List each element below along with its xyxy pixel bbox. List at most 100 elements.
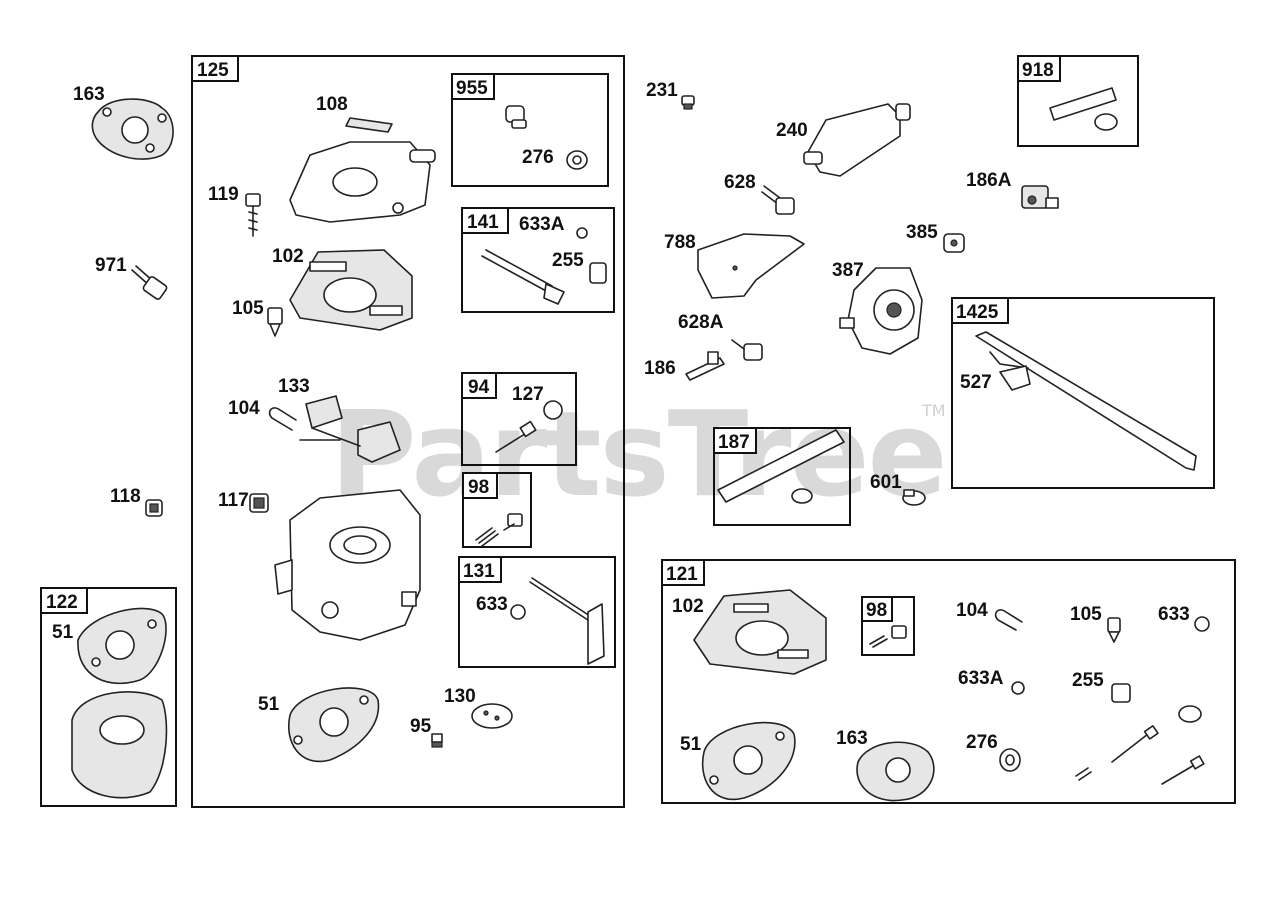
part-255-bushing[interactable] — [589, 262, 607, 284]
part-122-51-gasket[interactable] — [77, 607, 167, 685]
label-231: 231 — [646, 80, 678, 101]
box-141-frame — [461, 207, 615, 313]
part-105-needle[interactable] — [267, 307, 283, 337]
part-788-bracket[interactable] — [697, 233, 805, 299]
part-117-plug[interactable] — [249, 493, 269, 513]
label-117: 117 — [218, 490, 249, 511]
label-119: 119 — [208, 184, 239, 205]
part-119-screw[interactable] — [245, 193, 261, 237]
box-187-tab — [713, 427, 757, 454]
watermark-text: PartsTree — [330, 385, 946, 523]
box-141-tab — [461, 207, 509, 234]
part-104-pin[interactable] — [268, 407, 297, 431]
part-121-633-ring[interactable] — [1194, 616, 1210, 632]
box-125-frame — [191, 55, 625, 808]
part-163-gasket[interactable] — [91, 98, 174, 160]
part-131-633-ring[interactable] — [510, 604, 526, 620]
part-628a-bolt[interactable] — [731, 339, 763, 361]
part-601-clamp[interactable] — [902, 489, 926, 506]
part-387-fuel-pump[interactable] — [839, 267, 923, 355]
box-121-id: 121 — [666, 564, 698, 585]
part-141-633a-ring[interactable] — [576, 227, 588, 239]
label-105: 105 — [232, 298, 264, 319]
box-955-id: 955 — [456, 78, 488, 99]
part-918-hose[interactable] — [1049, 87, 1118, 131]
part-108-gasket[interactable] — [345, 117, 393, 133]
box-918-id: 918 — [1022, 60, 1054, 81]
part-125-carb-body[interactable] — [274, 489, 421, 641]
label-121-255: 255 — [1072, 670, 1104, 691]
part-121-98-spring-screw[interactable] — [869, 625, 907, 648]
part-95-screw[interactable] — [431, 733, 443, 748]
part-121-255-bushing[interactable] — [1111, 683, 1131, 703]
part-122-spacer[interactable] — [71, 691, 168, 799]
part-141-shaft[interactable] — [481, 249, 565, 305]
label-240: 240 — [776, 120, 808, 141]
label-385: 385 — [906, 222, 938, 243]
part-51-gasket[interactable] — [288, 687, 380, 763]
box-955-frame — [451, 73, 609, 187]
box-94-tab — [461, 372, 497, 399]
label-102: 102 — [272, 246, 304, 267]
part-955-plug[interactable] — [505, 105, 527, 129]
box-122-frame — [40, 587, 177, 807]
part-121-104-pin[interactable] — [994, 609, 1023, 631]
part-121-51-gasket[interactable] — [701, 721, 796, 801]
part-231-screw[interactable] — [681, 95, 695, 110]
part-186a-fitting[interactable] — [1021, 185, 1059, 209]
part-118-plug[interactable] — [145, 499, 163, 517]
part-102-gasket[interactable] — [289, 249, 413, 331]
box-125-id: 125 — [197, 60, 229, 81]
part-628-bolt[interactable] — [761, 185, 795, 215]
part-121-633a-ring[interactable] — [1011, 681, 1025, 695]
box-1425-tab — [951, 297, 1009, 324]
part-121-276-washer[interactable] — [999, 748, 1021, 772]
part-133-float[interactable] — [299, 395, 401, 463]
box-918-frame — [1017, 55, 1139, 147]
box-98-tab — [462, 472, 498, 499]
part-121-spring[interactable] — [1075, 767, 1092, 781]
box-141-id: 141 — [467, 212, 499, 233]
box-131-id: 131 — [463, 561, 495, 582]
part-130-disc[interactable] — [471, 703, 513, 729]
box-122-tab — [40, 587, 88, 614]
part-121-needle-b[interactable] — [1161, 755, 1205, 785]
label-628a: 628A — [678, 312, 724, 333]
label-130: 130 — [444, 686, 476, 707]
part-186-fitting[interactable] — [685, 351, 725, 381]
label-121-633: 633 — [1158, 604, 1190, 625]
part-121-105-needle[interactable] — [1107, 617, 1121, 643]
label-133: 133 — [278, 376, 310, 397]
part-187-hose[interactable] — [717, 429, 845, 504]
part-971-bolt[interactable] — [131, 265, 168, 300]
part-98-screw[interactable] — [503, 513, 523, 531]
part-98-spring[interactable] — [475, 527, 499, 547]
part-240-filter[interactable] — [803, 103, 911, 177]
label-104: 104 — [228, 398, 260, 419]
part-385-nut[interactable] — [943, 233, 965, 253]
label-108: 108 — [316, 94, 348, 115]
box-187-frame — [713, 427, 851, 526]
label-387: 387 — [832, 260, 864, 281]
part-94-needle[interactable] — [495, 420, 537, 453]
part-1425-tube[interactable] — [975, 331, 1197, 471]
part-276-washer[interactable] — [566, 150, 588, 170]
box-187-id: 187 — [718, 432, 750, 453]
label-186: 186 — [644, 358, 676, 379]
part-121-clamp[interactable] — [1178, 705, 1202, 723]
part-121-needle-a[interactable] — [1111, 725, 1159, 763]
label-94-127: 127 — [512, 384, 544, 405]
label-122-51: 51 — [52, 622, 74, 643]
box-125-tab — [191, 55, 239, 82]
box-121-98-tab — [861, 596, 893, 622]
label-788: 788 — [664, 232, 696, 253]
part-527-clip[interactable] — [999, 365, 1031, 391]
box-98-id: 98 — [468, 477, 489, 498]
part-121-163-gasket[interactable] — [856, 741, 935, 802]
part-125-carb-cover[interactable] — [289, 141, 436, 223]
part-127-ring[interactable] — [543, 400, 563, 420]
label-121-633a: 633A — [958, 668, 1004, 689]
label-121-51: 51 — [680, 734, 702, 755]
part-121-102-gasket[interactable] — [693, 589, 827, 675]
part-131-shaft[interactable] — [529, 577, 605, 665]
